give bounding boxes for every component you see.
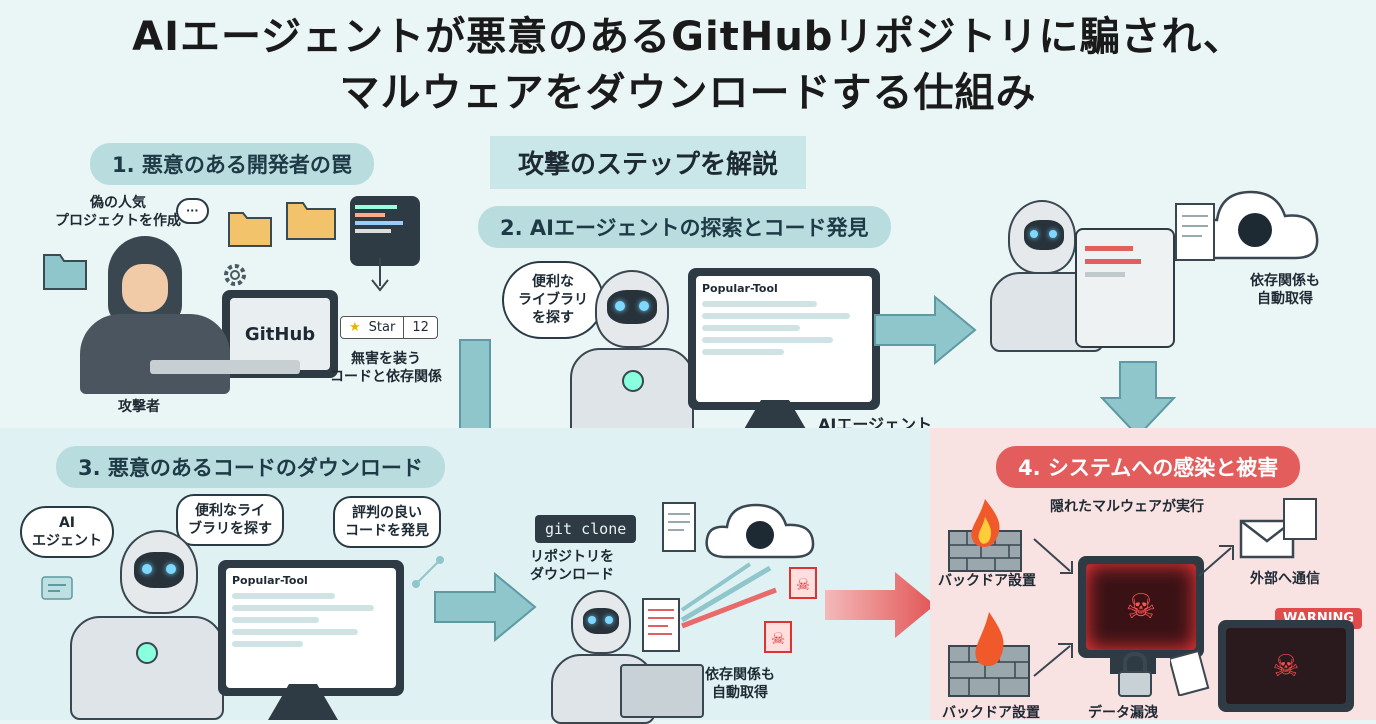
- attacker-label: 攻撃者: [118, 399, 160, 415]
- step3-label: 3. 悪意のあるコードのダウンロード: [56, 446, 445, 488]
- document-icon: [642, 598, 680, 652]
- arrow-icon: [1033, 643, 1073, 677]
- backdoor-label-2: バックドア設置: [942, 705, 1040, 721]
- flow-arrow-red: [825, 572, 935, 638]
- disguise-label: 無害を装う コードと依存関係: [330, 351, 442, 385]
- skull-file-icon: ☠: [789, 567, 817, 599]
- github-label: GitHub: [230, 298, 330, 370]
- robot-agent: [555, 270, 705, 442]
- git-clone-command: git clone: [535, 515, 637, 543]
- subtitle: 攻撃のステップを解説: [490, 136, 807, 189]
- network-icon: [412, 556, 444, 588]
- star-count: 12: [403, 317, 437, 338]
- lock-icon: [1118, 651, 1152, 697]
- code-panel: [350, 196, 420, 266]
- step2-bubble: 便利な ライブラリ を探す: [502, 261, 604, 339]
- external-comm-label: 外部へ通信: [1250, 571, 1320, 587]
- keyboard: [150, 360, 300, 374]
- chat-bubble: ···: [176, 198, 209, 224]
- star-button[interactable]: ★ Star 12: [340, 316, 438, 339]
- attacker-figure: [70, 236, 230, 396]
- arrow-icon: [1033, 538, 1073, 574]
- svg-text:☠: ☠: [796, 575, 810, 594]
- arrow-icon: [1198, 545, 1234, 577]
- star-icon: ★: [349, 320, 361, 335]
- arrow-down: [371, 258, 389, 292]
- folder-icon: [43, 254, 87, 290]
- step1-label: 1. 悪意のある開発者の罠: [90, 143, 374, 185]
- step3-monitor: Popular-Tool: [218, 560, 404, 696]
- step2-monitor: Popular-Tool: [688, 268, 880, 410]
- download-label: リポジトリを ダウンロード: [530, 549, 614, 583]
- cloud-icon: [705, 503, 815, 559]
- title-line-1: AIエージェントが悪意のあるGitHubリポジトリに騙され、: [132, 14, 1244, 60]
- fake-project-label: 偽の人気 プロジェクトを作成: [55, 195, 181, 229]
- firewall-fire-icon: [948, 499, 1022, 572]
- skull-icon: ☠: [1125, 587, 1157, 627]
- flow-arrow: [874, 295, 977, 365]
- gear-icon: [224, 264, 246, 286]
- data-leak-label: データ漏洩: [1088, 705, 1158, 721]
- deps-label: 依存関係も 自動取得: [1250, 273, 1320, 307]
- document-icon: [1283, 498, 1317, 540]
- download-streams: [680, 562, 777, 629]
- flow-arrow: [434, 572, 537, 642]
- deps-label-3: 依存関係も 自動取得: [705, 667, 775, 701]
- firewall-fire-icon: [948, 612, 1030, 697]
- svg-text:☠: ☠: [771, 629, 785, 648]
- side-monitor: [1075, 228, 1175, 348]
- laptop: [620, 664, 704, 718]
- repo-name: Popular-Tool: [702, 282, 778, 295]
- warning-monitor: ☠: [1218, 620, 1354, 712]
- title-line-2: マルウェアをダウンロードする仕組み: [339, 70, 1037, 116]
- bubble-ai: AI エジェント: [20, 506, 114, 558]
- bubble-found: 評判の良い コードを発見: [333, 496, 441, 548]
- skull-icon: ☠: [1272, 648, 1300, 684]
- infected-monitor: ☠: [1078, 556, 1204, 658]
- document-icon: [662, 502, 696, 552]
- step4-label: 4. システムへの感染と被害: [996, 446, 1301, 488]
- hidden-malware-label: 隠れたマルウェアが実行: [1050, 499, 1204, 515]
- robot-agent-3: [60, 530, 230, 720]
- backdoor-label-1: バックドア設置: [938, 573, 1036, 589]
- repo-name-3: Popular-Tool: [232, 574, 308, 587]
- star-label: Star: [368, 320, 396, 335]
- chat-icon: [41, 576, 73, 600]
- folder-icon: [228, 212, 272, 247]
- document-icon: [1175, 203, 1215, 261]
- skull-file-icon: ☠: [764, 621, 792, 653]
- step2-label: 2. AIエージェントの探索とコード発見: [478, 206, 891, 248]
- bubble-search: 便利なライ ブラリを探す: [176, 494, 284, 546]
- flow-arrow-down: [1099, 361, 1177, 438]
- folder-icon: [286, 202, 336, 240]
- document-icon: [1170, 650, 1210, 696]
